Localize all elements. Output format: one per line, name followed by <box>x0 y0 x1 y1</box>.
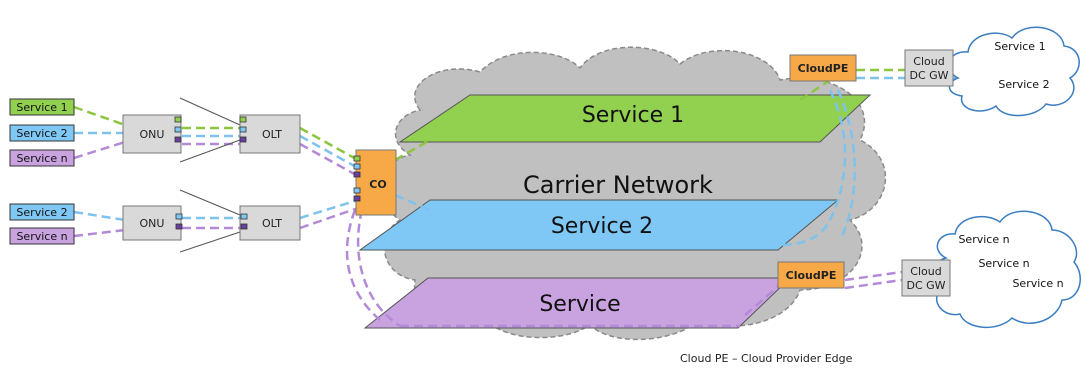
olt-2-label: OLT <box>262 217 282 230</box>
cloudpe-top-box <box>789 54 857 82</box>
cloudpe-bottom-box <box>777 261 845 289</box>
olt-1-box <box>239 114 301 154</box>
co-port <box>353 171 361 178</box>
left-service-n-box <box>9 149 75 167</box>
splitter-lines <box>179 97 241 253</box>
dc-gw-bottom-box <box>901 259 951 297</box>
dc-bottom-service-3: Service n <box>1012 277 1063 290</box>
onu-1-label: ONU <box>140 128 165 141</box>
link-cloudpe-gw2-a <box>844 270 903 282</box>
carrier-network-label: Carrier Network <box>523 171 713 199</box>
dc-cloud-top <box>948 26 1080 117</box>
onu-2-box <box>122 205 182 241</box>
dc-gw-bottom-line2: DC GW <box>906 279 945 292</box>
link-co-plane1 <box>394 138 431 162</box>
link-olt2-co-b <box>299 198 359 220</box>
service-n-plane <box>363 277 792 329</box>
olt-1-port <box>239 116 247 123</box>
cloudpe-top-label: CloudPE <box>798 62 849 75</box>
dc-cloud-bottom <box>930 210 1081 329</box>
onu-1-port <box>174 116 182 123</box>
cloudpe-bottom-label: CloudPE <box>786 269 837 282</box>
link-olt2-co-p <box>299 206 359 230</box>
co-box <box>355 149 397 216</box>
link-svcn-onu1 <box>73 140 126 160</box>
service-2-plane <box>358 199 840 251</box>
dc-cloud-top-shape <box>948 26 1080 117</box>
dc-top-service-1: Service 1 <box>994 40 1045 53</box>
co-port <box>353 195 361 202</box>
dc-cloud-bottom-shape <box>930 210 1081 329</box>
dc-gw-top-line2: DC GW <box>909 69 948 82</box>
onu-1-box <box>122 114 182 154</box>
plane-1-label: Service 1 <box>582 103 684 128</box>
co-port <box>353 187 361 194</box>
link-co-plane3 <box>345 209 381 321</box>
onu-1-port <box>174 126 182 133</box>
onu-2-port <box>175 213 183 220</box>
link-cloudpe-plane2 <box>779 89 847 247</box>
onu-2-label: ONU <box>140 217 165 230</box>
link-co-plane3-b <box>356 209 401 328</box>
plane-2-label: Service 2 <box>551 214 653 239</box>
link-svc1-onu1 <box>73 105 126 127</box>
dc-bottom-service-1: Service n <box>958 233 1009 246</box>
olt-2-port <box>240 223 248 230</box>
co-port <box>353 163 361 170</box>
dc-gw-top-line1: Cloud <box>913 55 944 68</box>
dc-gw-top-box <box>904 49 954 87</box>
splitter-line <box>179 139 241 163</box>
left-service-2-label: Service 2 <box>16 127 67 140</box>
onu-1-port <box>174 136 182 143</box>
link-cloudpe-plane2-b <box>836 89 856 241</box>
onu-2-port <box>175 223 183 230</box>
link-olt1-co-b <box>299 134 359 170</box>
olt-1-port <box>239 126 247 133</box>
co-port <box>353 155 361 162</box>
splitter-line <box>179 189 241 216</box>
left-service-n-label: Service n <box>16 152 67 165</box>
olt-2-box <box>239 205 301 241</box>
left-service-1-box <box>9 98 75 116</box>
dc-gw-bottom-line1: Cloud <box>910 265 941 278</box>
link-cloudpe-gw2-b <box>844 278 903 290</box>
link-olt1-co-p <box>299 142 359 178</box>
left-service-nb-label: Service n <box>16 230 67 243</box>
left-service-nb-box <box>9 227 75 245</box>
co-label: CO <box>369 178 386 191</box>
left-service-2b-box <box>9 203 75 221</box>
left-service-1-label: Service 1 <box>16 101 67 114</box>
splitter-line <box>179 231 241 253</box>
service-1-plane <box>398 94 872 143</box>
link-co-plane2 <box>394 193 431 212</box>
footnote: Cloud PE – Cloud Provider Edge <box>680 352 853 365</box>
left-service-2b-label: Service 2 <box>16 206 67 219</box>
link-plane1-cloudpe <box>799 78 831 102</box>
splitter-line <box>179 97 241 126</box>
left-service-2-box <box>9 124 75 142</box>
dc-top-service-2: Service 2 <box>998 78 1049 91</box>
plane-3-label: Service <box>539 292 620 317</box>
olt-2-port <box>240 213 248 220</box>
link-svc2-onu2 <box>73 210 126 222</box>
olt-1-port <box>239 136 247 143</box>
olt-1-label: OLT <box>262 128 282 141</box>
link-svcn-onu2 <box>73 228 126 238</box>
link-plane3-cloudpe <box>744 284 781 316</box>
link-olt1-co-g <box>299 126 359 162</box>
dc-bottom-service-2: Service n <box>978 257 1029 270</box>
